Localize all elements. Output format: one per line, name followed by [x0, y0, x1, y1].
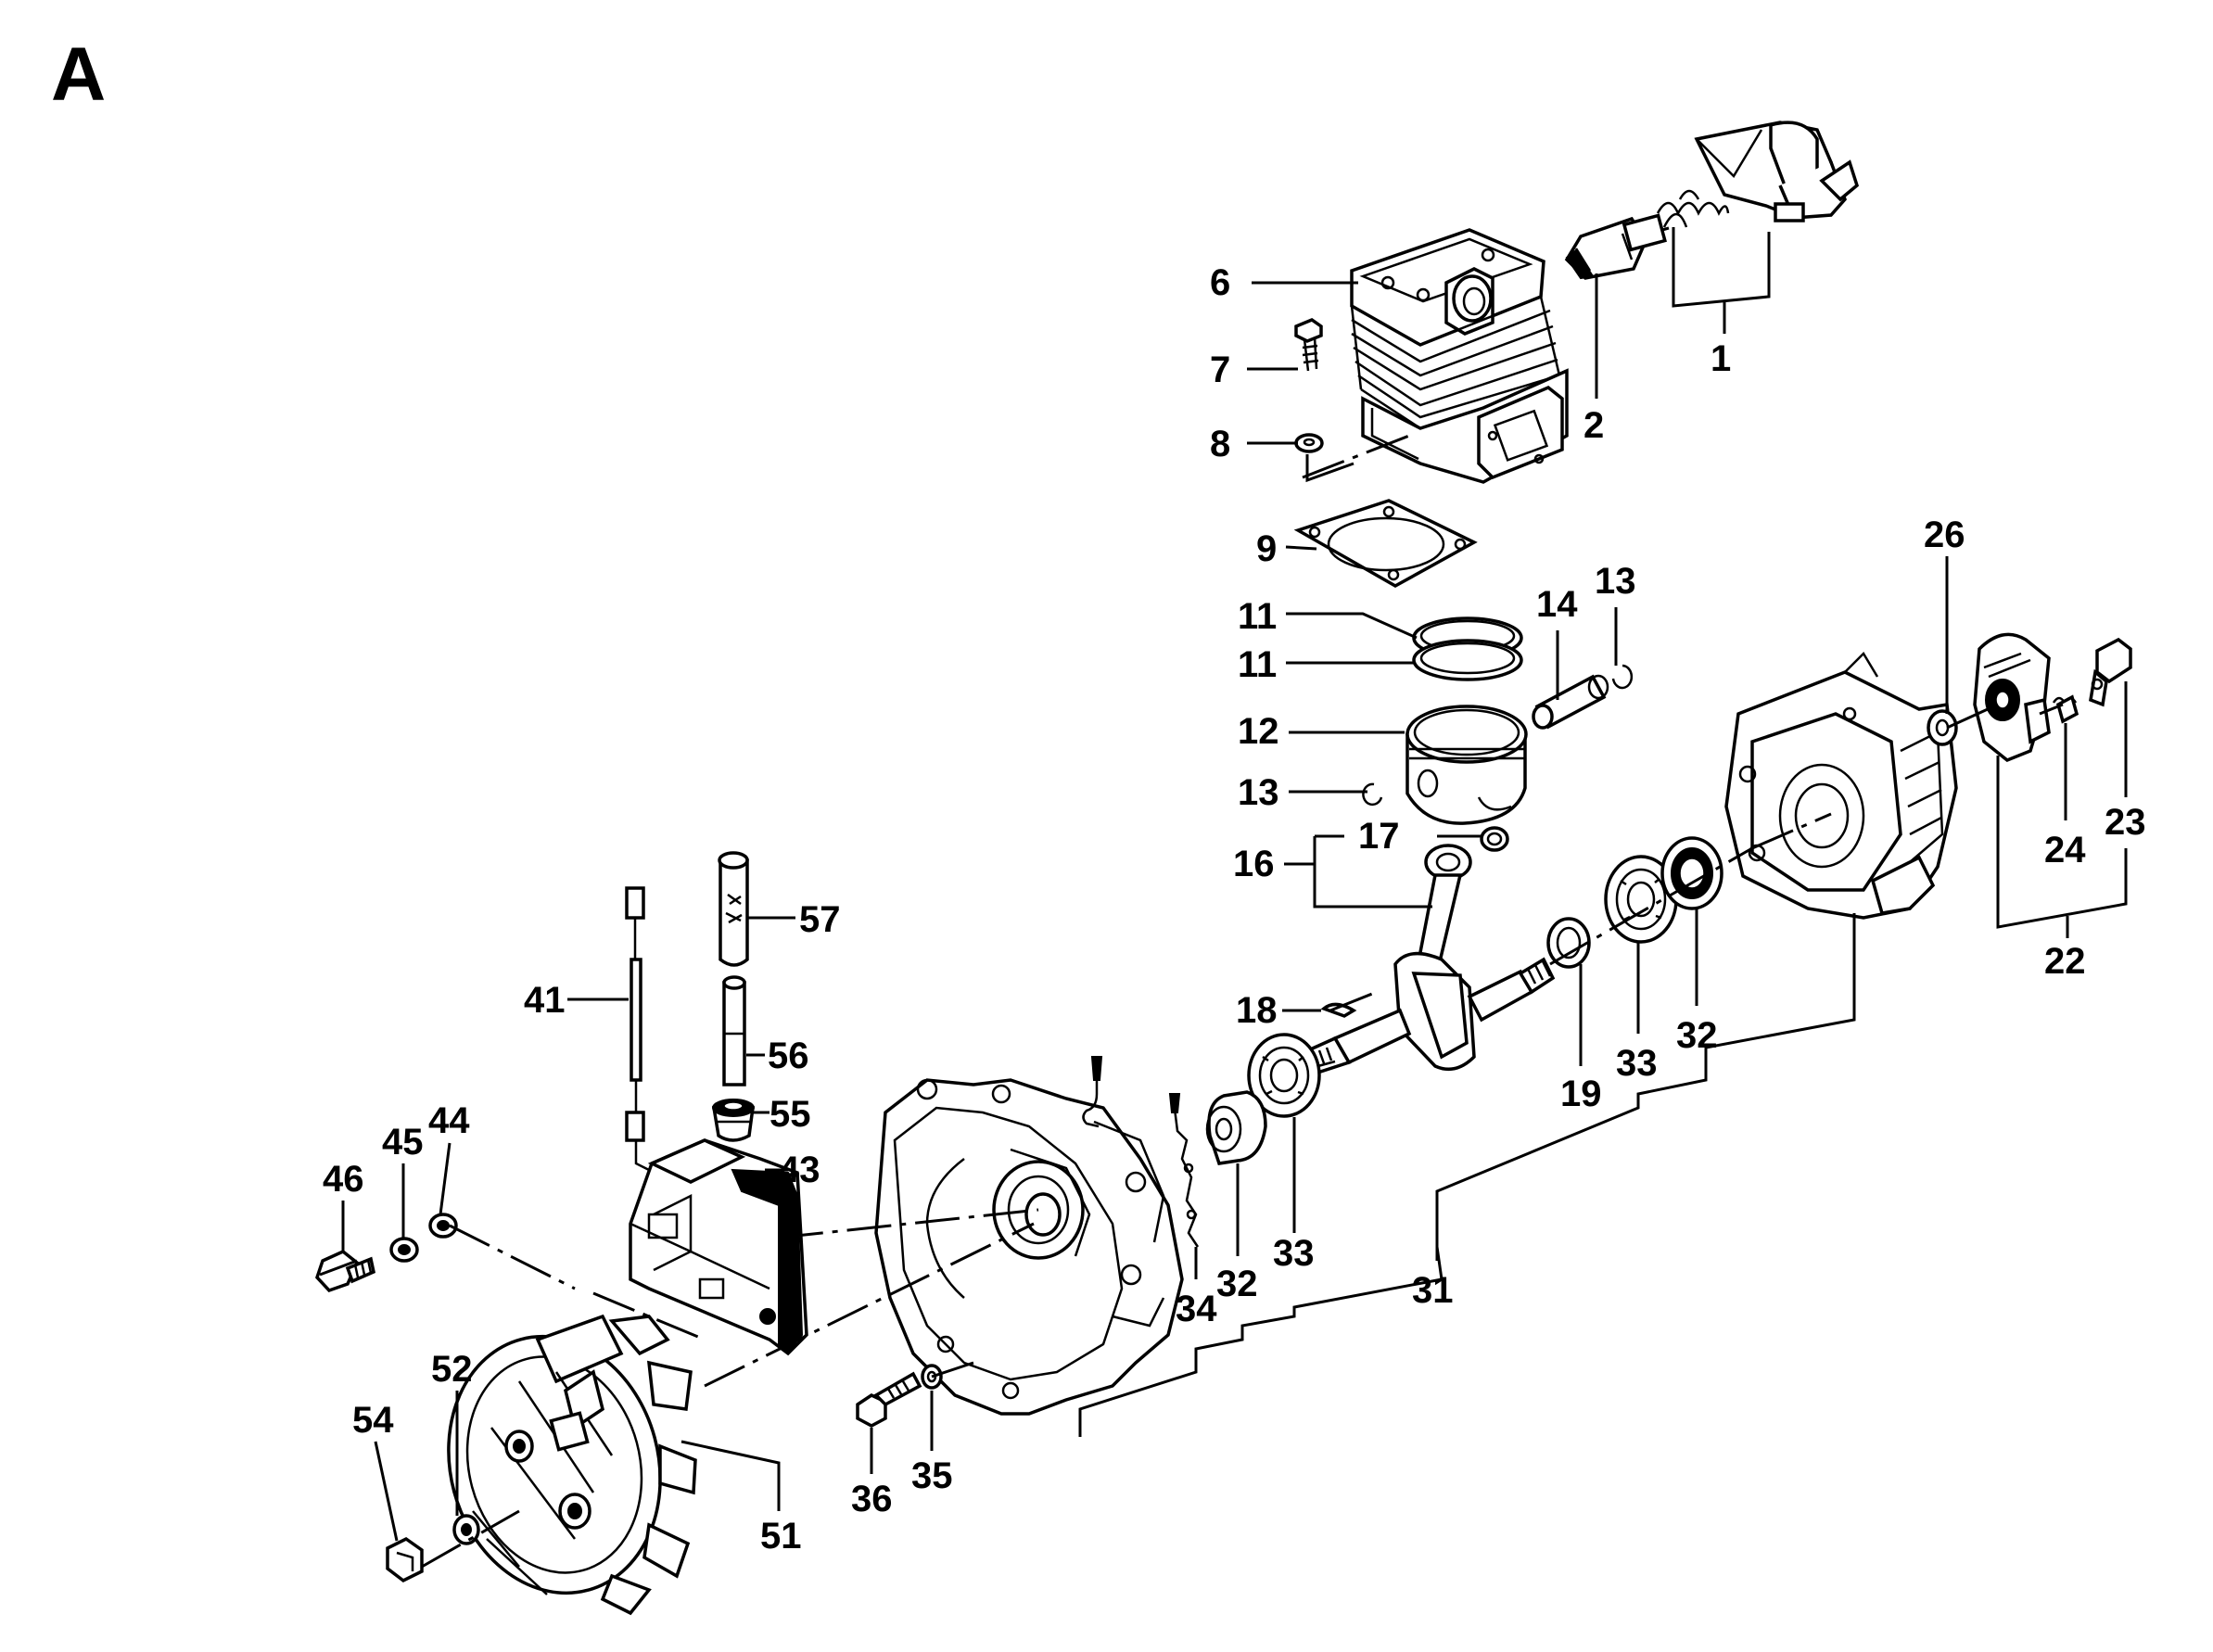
callout-32-left: 32	[1216, 1264, 1258, 1304]
callout-24: 24	[2044, 830, 2086, 870]
part-6-cylinder	[1350, 228, 1569, 484]
callout-46: 46	[323, 1159, 364, 1200]
part-8-washer	[1294, 433, 1324, 453]
part-23-pawl	[2089, 637, 2132, 707]
part-13-circlip-lower	[1362, 782, 1383, 807]
part-7-screw	[1294, 318, 1323, 372]
callout-51: 51	[760, 1516, 802, 1557]
part-24-spring	[2052, 694, 2079, 724]
callout-52: 52	[431, 1349, 473, 1390]
callout-11-upper: 11	[1238, 596, 1277, 637]
part-13-circlip-upper	[1611, 664, 1634, 690]
part-32-seal-right	[1660, 836, 1723, 910]
part-31-crankcase-right	[1724, 651, 1958, 920]
part-hook-upper	[1082, 1056, 1103, 1128]
callout-9: 9	[1256, 528, 1277, 569]
callout-8: 8	[1210, 424, 1230, 464]
callout-labels: 1 2 6 7 8 9 11 11 12 13 13 14 16 17 18 1…	[323, 262, 2146, 1557]
callout-11-lower: 11	[1238, 644, 1277, 685]
part-12-piston	[1405, 705, 1528, 825]
callout-17: 17	[1358, 816, 1400, 857]
part-19-seal	[1546, 917, 1591, 969]
callout-16: 16	[1233, 844, 1275, 884]
callout-6: 6	[1210, 262, 1230, 303]
part-57-tube	[718, 851, 749, 967]
callout-56: 56	[768, 1036, 809, 1076]
part-14-piston-pin	[1532, 674, 1609, 730]
part-9-gasket	[1293, 499, 1478, 589]
part-51-flywheel	[447, 1314, 697, 1616]
callout-7: 7	[1210, 349, 1230, 390]
callout-33-right: 33	[1616, 1043, 1658, 1084]
callout-35: 35	[911, 1455, 953, 1496]
part-55-boot	[711, 1099, 755, 1142]
part-26-washer	[1927, 709, 1958, 746]
callout-54: 54	[352, 1400, 394, 1441]
part-56-sleeve	[722, 975, 746, 1087]
callout-13-upper: 13	[1595, 561, 1636, 602]
part-32-seal-left	[1205, 1090, 1267, 1165]
callout-31: 31	[1412, 1270, 1454, 1311]
callout-32-right: 32	[1676, 1015, 1718, 1056]
callout-1: 1	[1711, 338, 1731, 379]
callout-34: 34	[1176, 1289, 1217, 1329]
callout-33-left: 33	[1273, 1233, 1315, 1274]
part-34-gasket-strip	[1168, 1093, 1200, 1248]
callout-19: 19	[1560, 1074, 1602, 1114]
part-17-needle-bearing	[1480, 826, 1509, 852]
part-36-screw	[856, 1371, 922, 1428]
callout-2: 2	[1583, 405, 1604, 446]
part-22-pawl-assembly	[1973, 632, 2051, 763]
callout-23: 23	[2105, 802, 2146, 843]
callout-57: 57	[799, 899, 841, 940]
part-33-bearing-left	[1247, 1033, 1321, 1118]
part-45-washer	[389, 1237, 419, 1263]
part-16-crankshaft	[1286, 844, 1556, 1086]
part-1-intake-cover	[1694, 121, 1860, 222]
part-1-spring	[1656, 189, 1730, 228]
assembly-axes	[319, 434, 2064, 1569]
section-label: A	[51, 32, 106, 117]
part-2-spark-plug	[1564, 213, 1670, 280]
callout-22: 22	[2044, 941, 2086, 982]
callout-14: 14	[1536, 584, 1578, 625]
part-54-nut	[386, 1536, 424, 1583]
callout-44: 44	[428, 1100, 470, 1141]
callout-45: 45	[382, 1122, 424, 1163]
part-11-piston-rings	[1412, 616, 1523, 681]
part-41-cable	[625, 886, 650, 1172]
leader-lines	[341, 227, 2128, 1542]
callout-43: 43	[779, 1150, 820, 1190]
callout-36: 36	[851, 1479, 893, 1519]
callout-55: 55	[769, 1094, 811, 1135]
part-46-screw	[315, 1249, 376, 1293]
part-31-crankcase-left	[874, 1078, 1184, 1416]
callout-12: 12	[1238, 711, 1279, 752]
part-52-washer	[452, 1514, 480, 1545]
callout-41: 41	[524, 980, 566, 1021]
callout-18: 18	[1236, 990, 1278, 1031]
callout-26: 26	[1924, 515, 1965, 555]
part-43-ignition-module	[629, 1138, 808, 1356]
callout-13-lower: 13	[1238, 772, 1279, 813]
